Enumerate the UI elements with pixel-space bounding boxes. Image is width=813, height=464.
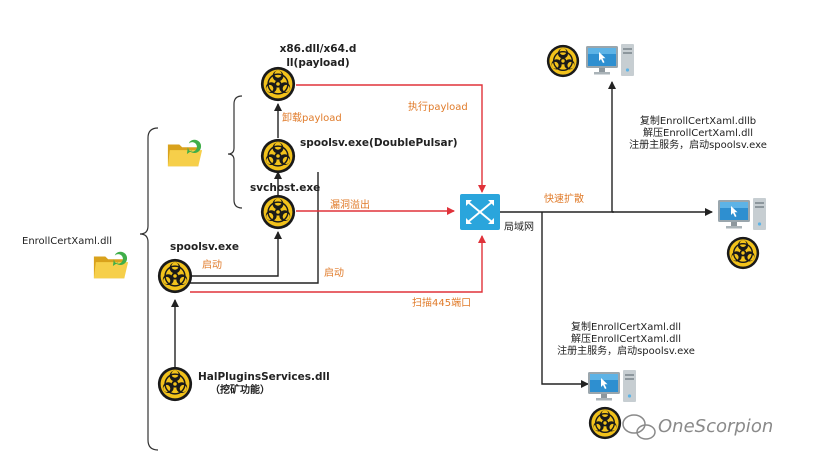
folder-icon-left [93, 251, 129, 279]
bottom-note-line-2: 解压EnrollCertXaml.dll [571, 332, 681, 345]
top-right-note: 复制EnrollCertXaml.dllb 解压EnrollCertXaml.d… [629, 114, 767, 151]
remote-pc-right-biohazard-icon [726, 236, 760, 270]
bottom-note-line-1: 复制EnrollCertXaml.dll [571, 320, 681, 333]
hal-label-line2: （挖矿功能） [210, 383, 270, 396]
payload-label-line1: x86.dll/x64.d [280, 43, 357, 55]
svchost-biohazard-icon [260, 194, 296, 230]
computer-icon-bottom [588, 370, 636, 402]
exploit-overflow-label: 漏洞溢出 [330, 198, 370, 211]
lan-label: 局域网 [504, 220, 534, 233]
top-note-line-3: 注册主服务，启动spoolsv.exe [629, 138, 767, 151]
remote-pc-bottom-biohazard-icon [588, 406, 622, 440]
folder-icon-top [167, 139, 203, 167]
remote-pc-top-biohazard-icon [546, 44, 580, 78]
start-label-2: 启动 [324, 266, 344, 279]
spoolsv-label: spoolsv.exe [170, 241, 239, 253]
wechat-icon [622, 414, 656, 440]
dark-arrows [171, 81, 713, 388]
payload-label-line2: ll(payload) [286, 57, 349, 69]
scan-445-label: 扫描445端口 [412, 296, 471, 309]
enroll-root-label: EnrollCertXaml.dll [22, 236, 112, 247]
outer-brace [139, 127, 159, 451]
hal-biohazard-icon [157, 366, 193, 402]
spoolsv-doublepulsar-biohazard-icon [260, 138, 296, 174]
start-label-1: 启动 [202, 258, 222, 271]
fast-spread-label: 快速扩散 [544, 192, 584, 205]
hal-label-line1: HalPluginsServices.dll [198, 371, 330, 383]
spoolsv-doublepulsar-label: spoolsv.exe(DoublePulsar) [300, 137, 458, 149]
computer-icon-right [718, 198, 766, 230]
svchost-label: svchost.exe [250, 182, 320, 194]
watermark: OneScorpion [622, 414, 773, 440]
watermark-text: OneScorpion [658, 416, 773, 437]
top-note-line-2: 解压EnrollCertXaml.dll [643, 126, 753, 139]
bottom-note: 复制EnrollCertXaml.dll 解压EnrollCertXaml.dl… [557, 320, 695, 357]
lan-switch-icon [460, 194, 500, 230]
red-arrows [190, 84, 486, 293]
computer-icon-top [586, 44, 634, 76]
exec-payload-label: 执行payload [408, 100, 468, 113]
top-note-line-1: 复制EnrollCertXaml.dllb [640, 114, 756, 127]
payload-biohazard-icon [260, 66, 296, 102]
spoolsv-biohazard-icon [157, 258, 193, 294]
unload-payload-label: 卸载payload [282, 111, 342, 124]
bottom-note-line-3: 注册主服务，启动spoolsv.exe [557, 344, 695, 357]
inner-brace [227, 95, 243, 209]
